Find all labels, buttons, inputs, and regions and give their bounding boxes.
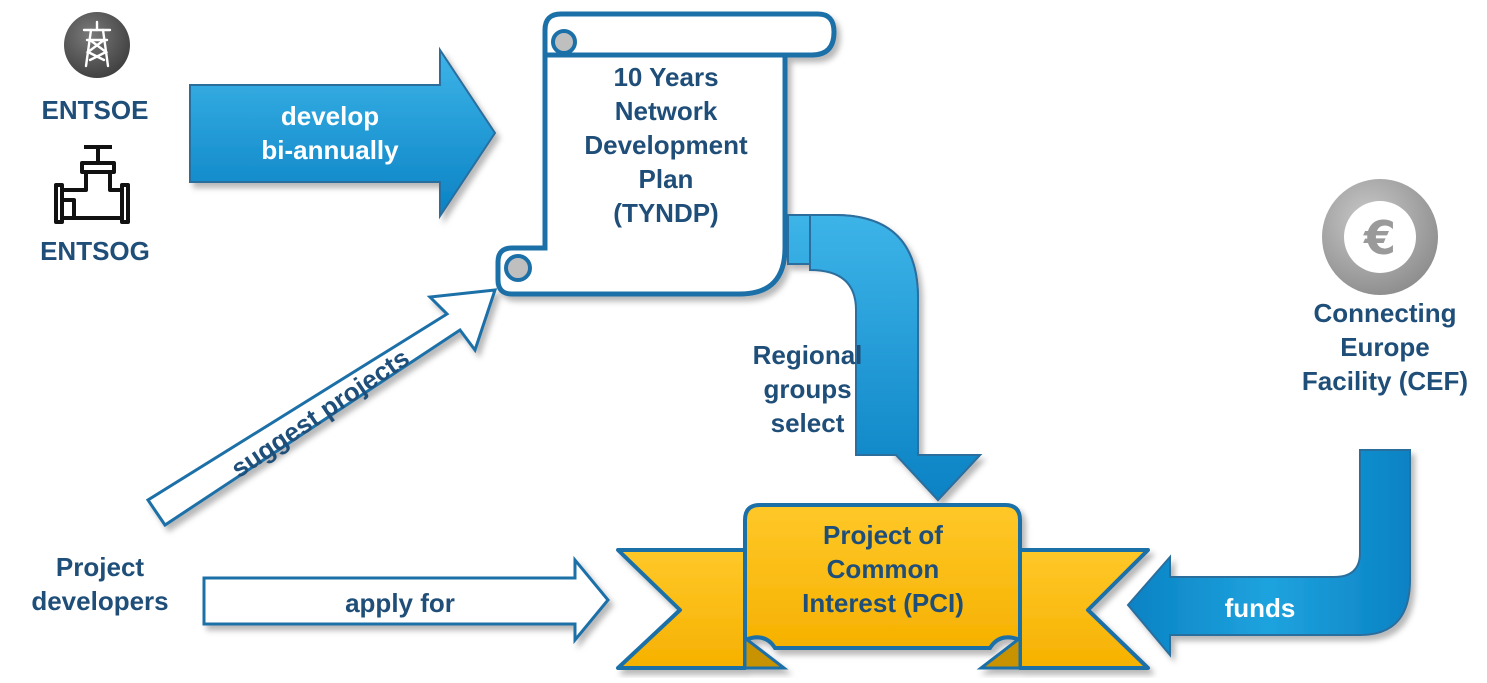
funds-arrow: [1126, 449, 1411, 658]
tyndp-label: 10 Years Network Development Plan (TYNDP…: [584, 62, 748, 228]
regional-select-label: Regional groups select: [752, 340, 863, 438]
entsog-label: ENTSOG: [40, 236, 150, 266]
euro-coin-icon: €: [1322, 179, 1438, 295]
develop-arrow: [189, 46, 497, 220]
tyndp-scroll: [495, 11, 837, 297]
cef-label: Connecting Europe Facility (CEF): [1301, 298, 1469, 396]
pci-label: Project of Common Interest (PCI): [802, 520, 964, 618]
funds-label: funds: [1224, 593, 1296, 623]
apply-for-label: apply for: [345, 588, 455, 618]
apply-for-arrow: [202, 555, 610, 645]
develop-arrow-label: develop bi-annually: [261, 101, 399, 165]
svg-text:€: €: [1363, 211, 1396, 265]
suggest-projects-arrow: [145, 288, 498, 528]
project-developers-label: Project developers: [31, 552, 169, 616]
power-tower-icon: [64, 12, 130, 78]
pci-ribbon: [616, 503, 1150, 670]
entsoe-label: ENTSOE: [41, 95, 149, 125]
gas-pipeline-icon: [54, 145, 130, 224]
